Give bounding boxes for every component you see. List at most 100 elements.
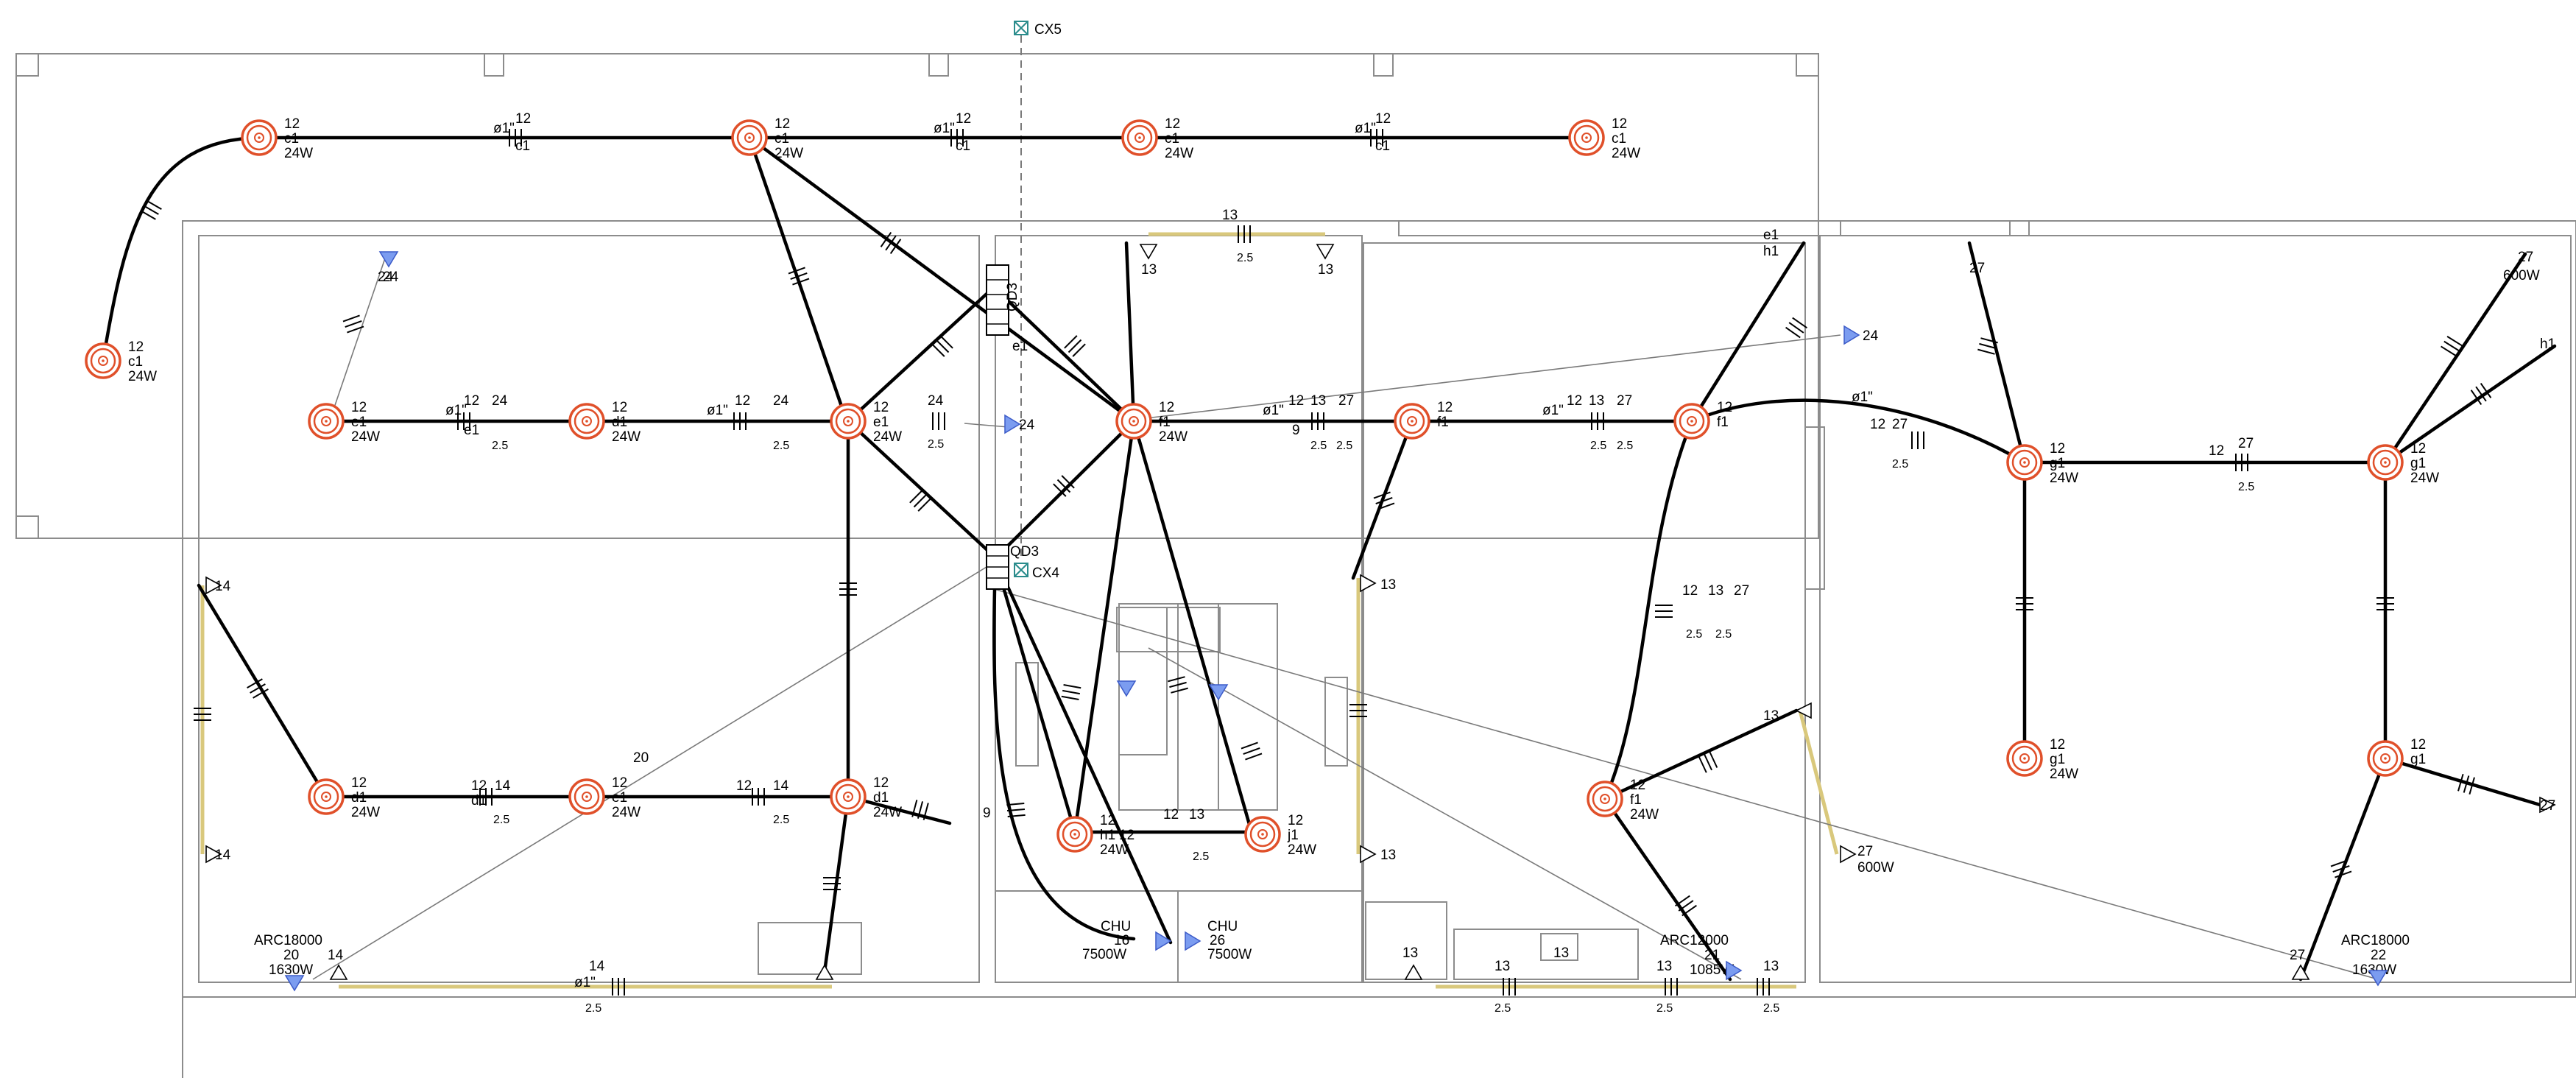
lamp-L21: 12 f1 24W — [1587, 778, 1659, 822]
svg-text:24W: 24W — [2410, 471, 2439, 486]
svg-text:14: 14 — [495, 778, 511, 794]
svg-text:12: 12 — [1288, 813, 1303, 828]
svg-text:c1: c1 — [1375, 138, 1390, 154]
svg-text:2.5: 2.5 — [1193, 850, 1209, 863]
svg-text:12: 12 — [1437, 400, 1453, 415]
svg-text:2.5: 2.5 — [1686, 628, 1702, 641]
svg-text:27: 27 — [1734, 583, 1749, 599]
svg-text:12: 12 — [873, 400, 889, 415]
svg-text:12: 12 — [956, 111, 971, 127]
svg-text:27: 27 — [2238, 436, 2254, 451]
svg-text:24: 24 — [378, 270, 394, 285]
svg-text:CHU: CHU — [1101, 919, 1131, 934]
svg-text:12: 12 — [1288, 393, 1304, 409]
wire-ticks — [139, 128, 2492, 996]
svg-text:12: 12 — [2050, 441, 2065, 457]
cx4-box[interactable]: CX4 — [1014, 563, 1059, 581]
svg-text:13: 13 — [1553, 945, 1569, 961]
svg-text:9: 9 — [983, 806, 991, 821]
svg-text:ø1": ø1" — [574, 975, 596, 990]
svg-text:14: 14 — [215, 848, 231, 863]
svg-text:13: 13 — [1763, 959, 1779, 974]
svg-text:2.5: 2.5 — [585, 1002, 601, 1015]
svg-text:e1: e1 — [1763, 228, 1779, 243]
svg-text:2.5: 2.5 — [1617, 440, 1633, 452]
lamp-L11: 12 f1 — [1673, 400, 1732, 440]
equipment-arc3: ARC18000 22 1630W — [2341, 933, 2410, 986]
svg-text:2.5: 2.5 — [1495, 1002, 1511, 1015]
lamp-L4: 12 c1 24W — [1568, 116, 1640, 161]
svg-text:20: 20 — [633, 750, 649, 766]
svg-text:ø1": ø1" — [707, 403, 728, 418]
svg-text:2.5: 2.5 — [493, 814, 509, 826]
svg-text:12: 12 — [515, 111, 531, 127]
svg-text:2.5: 2.5 — [2238, 481, 2254, 493]
svg-text:26: 26 — [1210, 933, 1225, 948]
svg-text:2.5: 2.5 — [1336, 440, 1352, 452]
svg-text:9: 9 — [1292, 423, 1300, 438]
svg-text:12: 12 — [1119, 828, 1135, 843]
svg-text:14: 14 — [589, 959, 605, 974]
svg-text:14: 14 — [328, 948, 344, 963]
lamp-L1: 12 c1 24W — [241, 116, 313, 161]
svg-text:c1: c1 — [774, 131, 789, 147]
svg-text:12: 12 — [351, 775, 367, 791]
lamp-L15: 12 g1 — [2367, 737, 2426, 777]
equipment-chu1: CHU 16 7500W — [1082, 919, 1131, 962]
svg-text:13: 13 — [1402, 945, 1418, 961]
svg-text:12: 12 — [1375, 111, 1391, 127]
outlet-icon — [816, 965, 833, 980]
svg-text:24: 24 — [383, 270, 399, 285]
svg-text:24W: 24W — [612, 429, 641, 445]
svg-text:e1: e1 — [464, 423, 479, 438]
svg-text:h1: h1 — [1763, 244, 1779, 259]
svg-text:12: 12 — [612, 775, 627, 791]
lamp-L5: 12 c1 24W — [85, 339, 157, 384]
svg-text:12: 12 — [1630, 778, 1645, 793]
lamp-L17: 12 e1 24W — [568, 775, 641, 820]
svg-text:24W: 24W — [1159, 429, 1188, 445]
circuit-annotations: ø1" 12 c1 ø1" 12 c1 ø1" 12 c1 ø1" 12 e1 … — [215, 111, 2555, 1015]
svg-text:13: 13 — [1380, 848, 1396, 863]
svg-text:12: 12 — [464, 393, 479, 409]
svg-text:21: 21 — [1704, 948, 1720, 963]
svg-text:12: 12 — [1163, 807, 1179, 822]
svg-text:g1: g1 — [2050, 456, 2065, 471]
svg-text:24W: 24W — [1630, 807, 1659, 822]
panel-qd3-lower[interactable]: QD3 — [986, 544, 1039, 590]
svg-text:d1: d1 — [873, 790, 889, 806]
svg-text:12: 12 — [351, 400, 367, 415]
svg-text:24: 24 — [492, 393, 508, 409]
svg-text:27: 27 — [1969, 261, 1985, 276]
svg-text:27: 27 — [1857, 844, 1873, 859]
lamp-L9: 12 f1 24W — [1115, 400, 1188, 445]
outlet-icon — [1185, 931, 1201, 951]
svg-text:c1: c1 — [128, 354, 143, 370]
svg-text:22: 22 — [2371, 948, 2386, 963]
svg-text:j1: j1 — [1287, 828, 1299, 843]
svg-text:12: 12 — [471, 778, 487, 794]
outlet-icon — [1405, 965, 1422, 980]
svg-text:13: 13 — [1763, 708, 1779, 724]
svg-text:24W: 24W — [2050, 471, 2078, 486]
svg-text:24W: 24W — [351, 805, 380, 820]
svg-text:e1: e1 — [351, 415, 367, 430]
lamp-L7: 12 d1 24W — [568, 400, 641, 445]
svg-text:12: 12 — [284, 116, 300, 132]
svg-text:24: 24 — [1019, 418, 1035, 433]
svg-text:2.5: 2.5 — [492, 440, 508, 452]
thin-lines — [312, 253, 2379, 980]
svg-text:16: 16 — [1114, 933, 1129, 948]
lamp-L20: 12 j1 24W — [1244, 813, 1316, 858]
svg-text:12: 12 — [1870, 417, 1885, 432]
svg-text:2.5: 2.5 — [1763, 1002, 1779, 1015]
svg-text:24: 24 — [928, 393, 944, 409]
lamp-L8: 12 e1 24W — [830, 400, 902, 445]
panel-qd3-upper[interactable]: QD3 — [986, 264, 1020, 336]
lamp-L10: 12 f1 — [1394, 400, 1453, 440]
svg-text:27: 27 — [2290, 948, 2305, 963]
svg-text:2.5: 2.5 — [1892, 458, 1908, 471]
svg-text:12: 12 — [1682, 583, 1698, 599]
svg-text:12: 12 — [735, 393, 750, 409]
svg-text:c1: c1 — [284, 131, 299, 147]
